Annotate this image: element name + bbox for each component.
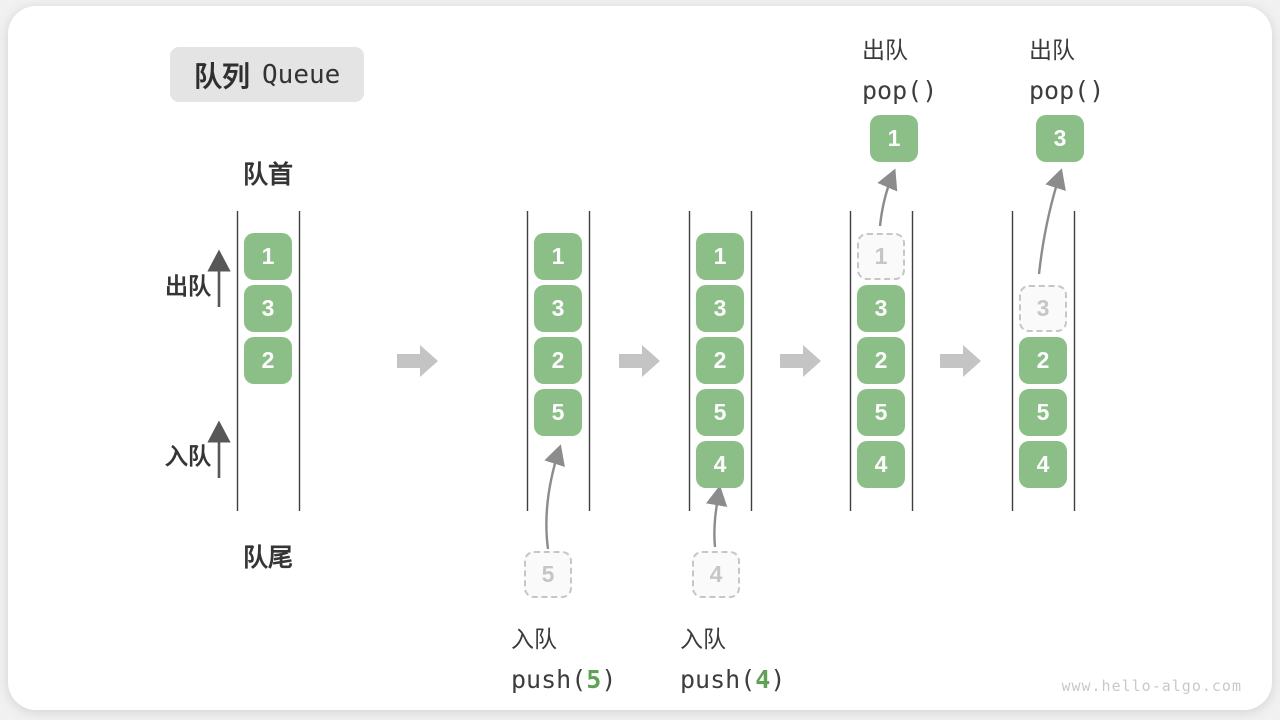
push5-operation-label: 入队 push(5) xyxy=(511,620,616,694)
pop1-zh: 出队 xyxy=(862,37,908,63)
queue-element: 3 xyxy=(696,285,744,332)
title-badge: 队列 Queue xyxy=(170,47,365,102)
popped-element: 3 xyxy=(1036,115,1084,162)
pop1-call: pop() xyxy=(862,76,938,105)
queue-element: 5 xyxy=(696,389,744,436)
queue-channel-lines xyxy=(236,211,1076,511)
queue-element: 1 xyxy=(696,233,744,280)
removed-element-ghost: 1 xyxy=(857,233,905,280)
push5-arg: 5 xyxy=(586,665,602,694)
queue-element: 2 xyxy=(696,337,744,384)
push5-arrow xyxy=(544,444,565,550)
push4-zh: 入队 xyxy=(680,626,726,652)
queue-front-label: 队首 xyxy=(242,161,294,189)
queue-element: 1 xyxy=(244,233,292,280)
pop1-operation-label: 出队 pop() xyxy=(862,31,937,105)
pop2-call: pop() xyxy=(1029,76,1105,105)
pop2-zh: 出队 xyxy=(1029,37,1075,63)
push4-operation-label: 入队 push(4) xyxy=(680,620,785,694)
queue-rear-label: 队尾 xyxy=(242,544,294,572)
pop2-arrow xyxy=(1037,168,1066,275)
block-arrow-2 xyxy=(619,345,660,377)
queue-element: 1 xyxy=(534,233,582,280)
queue-element: 2 xyxy=(857,337,905,384)
block-arrow-1 xyxy=(397,345,438,377)
push4-arrow xyxy=(705,485,728,548)
operation-arrows xyxy=(544,168,1066,550)
incoming-element-ghost: 5 xyxy=(524,551,572,598)
queue-element: 4 xyxy=(1019,441,1067,488)
queue-element: 4 xyxy=(696,441,744,488)
push4-fn: push( xyxy=(680,665,756,694)
push5-zh: 入队 xyxy=(511,626,557,652)
push5-call: push(5) xyxy=(511,665,616,694)
dequeue-side-label: 出队 xyxy=(165,273,211,299)
incoming-element-ghost: 4 xyxy=(692,551,740,598)
queue-element: 2 xyxy=(1019,337,1067,384)
site-watermark: www.hello-algo.com xyxy=(1061,677,1242,695)
removed-element-ghost: 3 xyxy=(1019,285,1067,332)
push4-close: ) xyxy=(770,665,786,694)
title-en: Queue xyxy=(262,59,341,90)
queue-element: 2 xyxy=(244,337,292,384)
push5-fn: push( xyxy=(511,665,587,694)
enqueue-side-label: 入队 xyxy=(165,443,211,469)
pop2-operation-label: 出队 pop() xyxy=(1029,31,1104,105)
push5-close: ) xyxy=(601,665,617,694)
popped-element: 1 xyxy=(870,115,918,162)
queue-element: 5 xyxy=(857,389,905,436)
pop1-arrow xyxy=(877,168,898,227)
queue-element: 2 xyxy=(534,337,582,384)
queue-element: 5 xyxy=(534,389,582,436)
queue-element: 4 xyxy=(857,441,905,488)
push4-call: push(4) xyxy=(680,665,785,694)
title-zh: 队列 xyxy=(194,60,251,92)
queue-element: 3 xyxy=(857,285,905,332)
queue-element: 3 xyxy=(244,285,292,332)
push4-arg: 4 xyxy=(755,665,771,694)
block-arrow-3 xyxy=(780,345,821,377)
queue-element: 3 xyxy=(534,285,582,332)
block-arrow-4 xyxy=(940,345,981,377)
queue-element: 5 xyxy=(1019,389,1067,436)
